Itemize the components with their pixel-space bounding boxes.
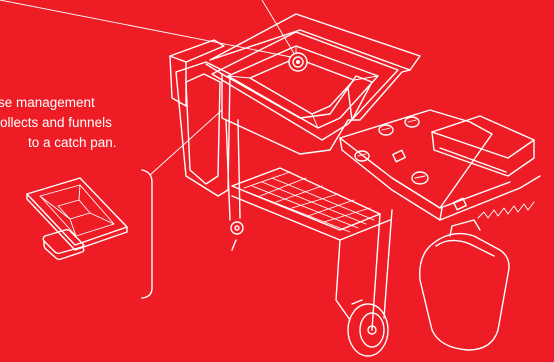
callout-leader-lines bbox=[0, 0, 298, 175]
drip-tray-icon bbox=[27, 178, 127, 250]
propane-tank bbox=[420, 220, 509, 350]
control-knobs bbox=[355, 117, 466, 210]
callout-bracket bbox=[142, 170, 152, 298]
grill-body bbox=[170, 14, 540, 356]
